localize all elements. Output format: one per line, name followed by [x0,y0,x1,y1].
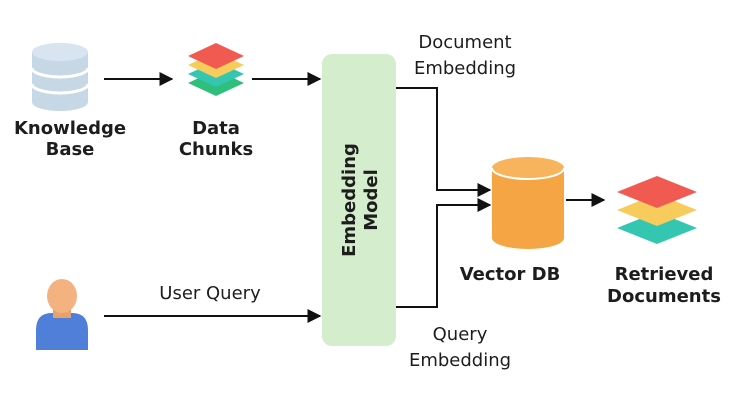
embedding-model-label-line1: Embedding [339,143,360,257]
stacked-layers-icon [617,176,697,244]
vector-db-label: Vector DB [460,264,561,285]
query-embedding-label-line1: Query [433,324,488,345]
embedding-model-label-line2: Model [361,169,382,231]
edge-query-embedding [396,198,492,308]
document-embedding-label-line1: Document [418,32,511,53]
data-chunks-label-line2: Chunks [179,139,253,160]
cylinder-icon [491,157,565,249]
knowledge-base-label-line1: Knowledge [14,118,126,139]
stacked-layers-icon [188,43,244,96]
data-chunks-label-line1: Data [192,118,240,139]
knowledge-base-label-line2: Base [46,139,95,160]
query-embedding-label-line2: Embedding [409,350,511,371]
user-query-label: User Query [159,283,261,304]
embedding-model-box [322,54,396,346]
retrieved-documents-label-line2: Documents [607,286,721,307]
database-icon [30,43,90,111]
document-embedding-label-line2: Embedding [414,58,516,79]
user-icon [36,279,88,350]
retrieved-documents-label-line1: Retrieved [615,264,714,285]
edge-document-embedding [396,87,492,197]
